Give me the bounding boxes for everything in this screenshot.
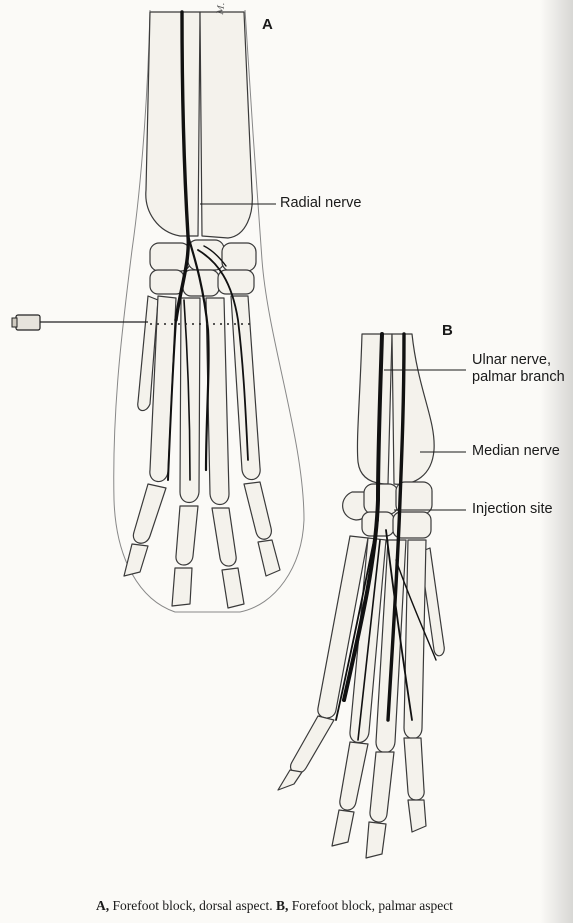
claw-bone	[222, 568, 244, 608]
phalanx-bone	[176, 506, 198, 565]
claw-bone	[278, 770, 302, 790]
forefoot-b-palmar	[278, 334, 444, 858]
claw-bone	[408, 800, 426, 832]
radius-bone	[357, 334, 392, 484]
metacarpal-bone	[206, 298, 229, 505]
phalanx-bone	[244, 482, 271, 539]
caption-b-letter: B,	[276, 898, 288, 913]
claw-bone	[366, 822, 386, 858]
carpal-bone	[218, 270, 254, 294]
carpal-bone	[364, 484, 398, 514]
caption-a-letter: A,	[96, 898, 109, 913]
phalanx-bone	[291, 716, 334, 773]
caption-a-text: Forefoot block, dorsal aspect.	[109, 898, 276, 913]
phalanx-bone	[133, 484, 166, 543]
metacarpal-bone	[404, 540, 426, 739]
figure-caption: A, Forefoot block, dorsal aspect. B, For…	[96, 898, 573, 914]
claw-bone	[258, 540, 280, 576]
claw-bone	[124, 544, 148, 576]
phalanx-bone	[340, 742, 368, 810]
carpal-bone	[222, 243, 256, 271]
ulna-bone	[392, 334, 434, 484]
page-binding-shadow	[540, 0, 573, 923]
claw-bone	[172, 568, 192, 606]
phalanx-bone	[404, 738, 424, 800]
phalanx-bone	[370, 752, 394, 822]
radius-bone	[146, 12, 200, 236]
panel-b-letter: B	[442, 322, 453, 339]
panel-a-letter: A	[262, 16, 273, 33]
forefoot-a-dorsal	[114, 10, 304, 612]
phalanx-bone	[212, 508, 236, 566]
claw-bone	[332, 810, 354, 846]
caption-b-text: Forefoot block, palmar aspect	[288, 898, 453, 913]
label-radial-nerve: Radial nerve	[280, 195, 361, 212]
carpal-bone	[150, 270, 184, 294]
carpal-bone	[150, 243, 190, 271]
